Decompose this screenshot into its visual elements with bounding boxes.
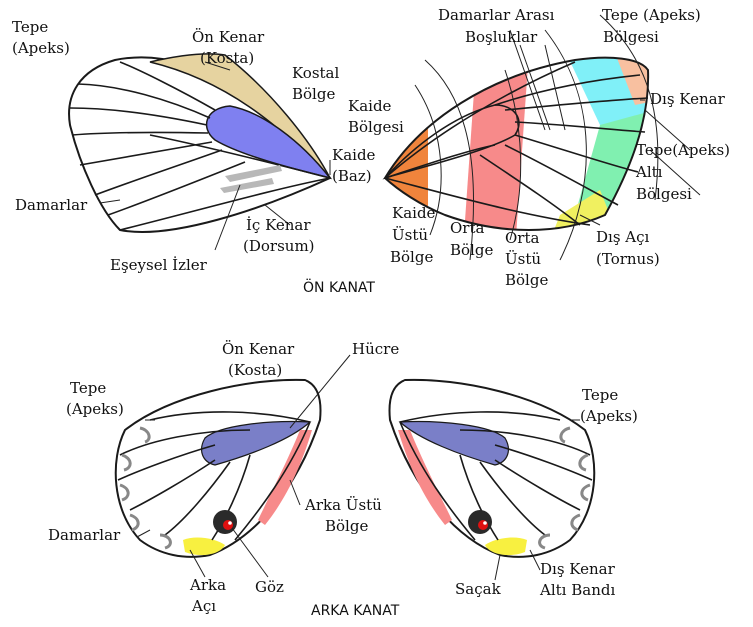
forewing-caption: ÖN KANAT bbox=[303, 278, 375, 296]
fw-termen-label: Dış Kenar bbox=[650, 90, 726, 108]
forewing-right bbox=[380, 15, 660, 260]
hw-veins-label: Damarlar bbox=[48, 526, 121, 544]
fw-apex-label: Tepe(Apeks) bbox=[12, 18, 70, 57]
hw-apex-right-label: Tepe(Apeks) bbox=[580, 386, 638, 425]
fw-apical-region-label: Tepe (Apeks)Bölgesi bbox=[602, 6, 701, 46]
fw-dorsum-label: İç Kenar(Dorsum) bbox=[243, 216, 315, 255]
fw-costa-label: Ön Kenar(Kosta) bbox=[192, 28, 265, 67]
hindwing-right-eyespot-pupil bbox=[483, 521, 487, 525]
hindwing-left-eyespot-pupil bbox=[228, 521, 232, 525]
hw-cell-label: Hücre bbox=[352, 340, 399, 358]
hw-eye-label: Göz bbox=[255, 578, 284, 596]
hindwing-caption: ARKA KANAT bbox=[311, 603, 400, 619]
forewing-left bbox=[69, 54, 330, 232]
fw-base-label: Kaide(Baz) bbox=[332, 146, 376, 185]
hw-apex-left-label: Tepe(Apeks) bbox=[66, 379, 124, 418]
hw-costa-label: Ön Kenar(Kosta) bbox=[222, 340, 295, 379]
hindwing-left-eyespot-red bbox=[223, 520, 233, 530]
fw-sex-marks-label: Eşeysel İzler bbox=[110, 256, 208, 274]
hindwing-left bbox=[116, 380, 321, 557]
hindwing-right-eyespot-red bbox=[478, 520, 488, 530]
fw-tornus-label: Dış Açı(Tornus) bbox=[596, 228, 660, 268]
fw-veins-label: Damarlar bbox=[15, 196, 88, 214]
hindwing-right bbox=[390, 380, 595, 557]
hw-fringe-label: Saçak bbox=[455, 580, 502, 598]
